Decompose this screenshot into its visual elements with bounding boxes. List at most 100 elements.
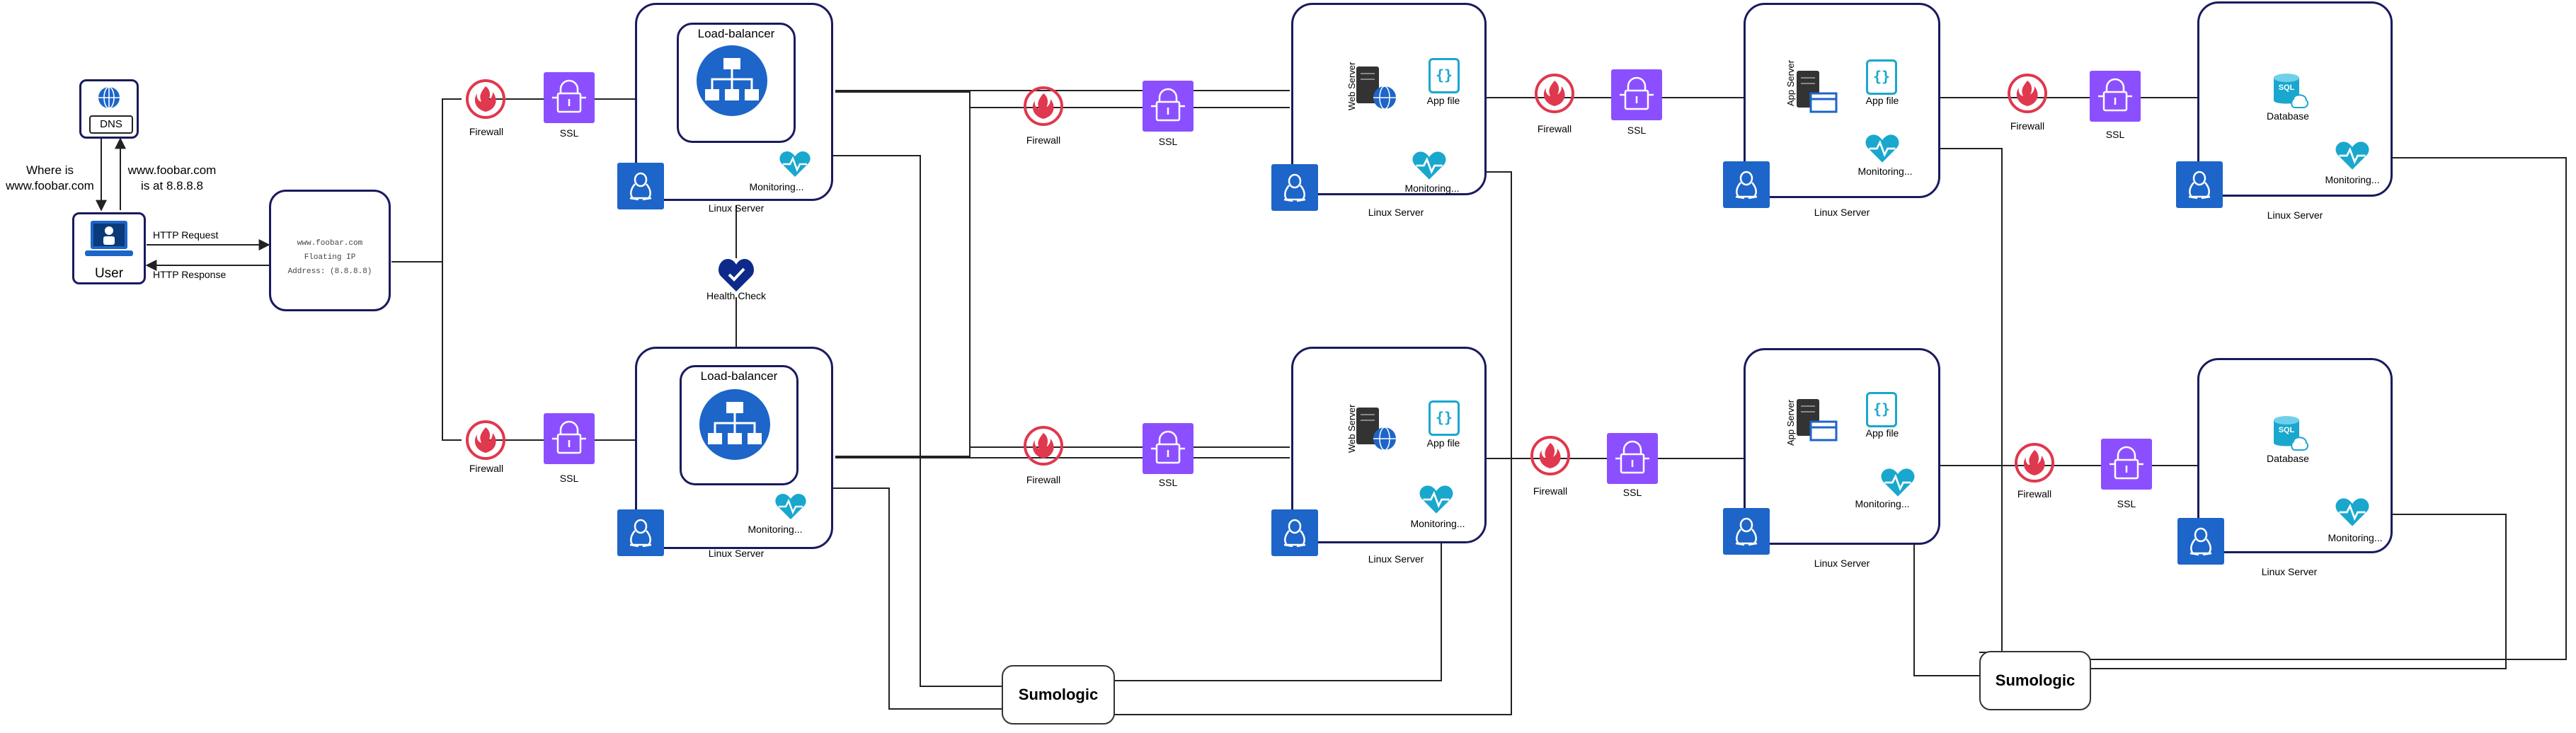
lock-icon: [1151, 430, 1185, 464]
linux-server-label: Linux Server: [708, 548, 765, 559]
dns-label: DNS: [89, 115, 133, 134]
monitoring-label: Monitoring...: [1855, 498, 1910, 509]
lock-icon: [1615, 440, 1649, 474]
ssl-label: SSL: [559, 127, 579, 139]
sql-label: SQL: [2278, 83, 2295, 92]
firewall-icon: [466, 420, 505, 460]
app-server-icon: [1797, 71, 1838, 113]
load-balancer-icon: [697, 45, 767, 116]
linux-server-label: Linux Server: [1368, 553, 1424, 565]
sumologic-box: Sumologic: [1979, 651, 2091, 710]
tux-icon: [1283, 173, 1306, 202]
database-label: Database: [2267, 453, 2309, 464]
firewall-icon: [466, 79, 505, 119]
monitoring-icon: [1412, 151, 1446, 180]
dns-question: Where is www.foobar.com: [6, 163, 94, 192]
app-file-label: App file: [1865, 95, 1899, 106]
tux-icon: [629, 172, 652, 201]
monitoring-label: Monitoring...: [749, 181, 804, 192]
app-server-label: App Server: [1785, 399, 1796, 446]
linux-server-db2: [2197, 358, 2393, 553]
lock-icon: [2110, 446, 2143, 480]
ssl-label: SSL: [559, 473, 579, 484]
monitoring-icon: [1881, 468, 1915, 497]
firewall-label: Firewall: [1533, 485, 1568, 497]
http-response-label: HTTP Response: [153, 269, 227, 280]
web-server-label: Web Server: [1346, 404, 1357, 453]
linux-server-app2: [1744, 348, 1940, 545]
ssl-label: SSL: [2117, 498, 2136, 509]
monitoring-label: Monitoring...: [748, 524, 803, 535]
firewall-label: Firewall: [1537, 123, 1572, 134]
firewall-icon: [1535, 74, 1574, 113]
linux-server-label: Linux Server: [708, 202, 765, 214]
ssl-label: SSL: [2105, 129, 2125, 140]
app-file-label: App file: [1426, 95, 1460, 106]
ssl-label: SSL: [1158, 136, 1178, 147]
sql-label: SQL: [2278, 426, 2295, 434]
lock-icon: [552, 420, 586, 454]
monitoring-label: Monitoring...: [1404, 183, 1460, 194]
load-balancer-label-2: Load-balancer: [700, 369, 778, 383]
app-file-label: App file: [1865, 427, 1899, 439]
firewall-icon: [2008, 74, 2047, 113]
tux-icon: [1735, 517, 1758, 546]
linux-server-label: Linux Server: [2261, 566, 2318, 577]
app-server-label: App Server: [1785, 59, 1796, 106]
monitoring-icon: [1865, 134, 1899, 163]
monitoring-label: Monitoring...: [1857, 166, 1913, 177]
monitoring-label: Monitoring...: [2325, 174, 2380, 185]
firewall-label: Firewall: [1026, 474, 1061, 485]
monitoring-icon: [2335, 142, 2369, 170]
firewall-icon: [1024, 86, 1063, 126]
monitoring-icon: [779, 151, 811, 177]
health-check-label: Health Check: [706, 290, 767, 301]
tux-icon: [1735, 171, 1758, 200]
monitoring-label: Monitoring...: [1410, 518, 1465, 529]
user-laptop-icon: [85, 221, 133, 256]
database-label: Database: [2267, 110, 2309, 122]
lock-icon: [552, 79, 586, 113]
firewall-label: Firewall: [2010, 120, 2045, 132]
app-file-icon: {}: [1866, 392, 1897, 427]
health-check-icon: [718, 259, 755, 292]
linux-server-label: Linux Server: [1814, 558, 1870, 569]
firewall-label: Firewall: [469, 463, 504, 474]
linux-server-app1: [1744, 3, 1940, 198]
user-label: User: [94, 266, 124, 281]
firewall-label: Firewall: [2017, 488, 2052, 500]
tux-icon: [2188, 171, 2211, 200]
ssl-label: SSL: [1158, 477, 1178, 488]
monitoring-label: Monitoring...: [2328, 532, 2383, 543]
database-icon: [2274, 416, 2309, 451]
firewall-label: Firewall: [1026, 134, 1061, 146]
ssl-label: SSL: [1622, 487, 1642, 498]
http-request-label: HTTP Request: [153, 229, 219, 241]
database-icon: [2274, 74, 2309, 108]
tux-icon: [1283, 519, 1306, 548]
sumologic-box: Sumologic: [1002, 665, 1115, 725]
client-text: www.foobar.com Floating IP Address: (8.8…: [287, 239, 372, 276]
tux-icon: [629, 519, 652, 548]
app-file-label: App file: [1426, 437, 1460, 449]
web-server-icon: [1356, 408, 1396, 451]
app-file-icon: {}: [1429, 58, 1460, 93]
client-box: [269, 190, 391, 311]
ssl-label: SSL: [1627, 125, 1647, 136]
monitoring-icon: [775, 494, 806, 519]
linux-server-label: Linux Server: [1368, 207, 1424, 218]
monitoring-icon: [2335, 498, 2369, 526]
load-balancer-label-1: Load-balancer: [697, 27, 775, 40]
firewall-label: Firewall: [469, 126, 504, 137]
dns-answer: www.foobar.com is at 8.8.8.8: [127, 163, 217, 192]
globe-icon: [98, 86, 120, 109]
app-server-icon: [1797, 399, 1838, 441]
lock-icon: [1151, 88, 1185, 122]
web-server-icon: [1356, 67, 1396, 110]
web-server-label: Web Server: [1346, 62, 1357, 110]
monitoring-icon: [1419, 485, 1453, 514]
firewall-icon: [1024, 426, 1063, 466]
lock-icon: [2098, 78, 2132, 112]
lock-icon: [1620, 76, 1654, 110]
